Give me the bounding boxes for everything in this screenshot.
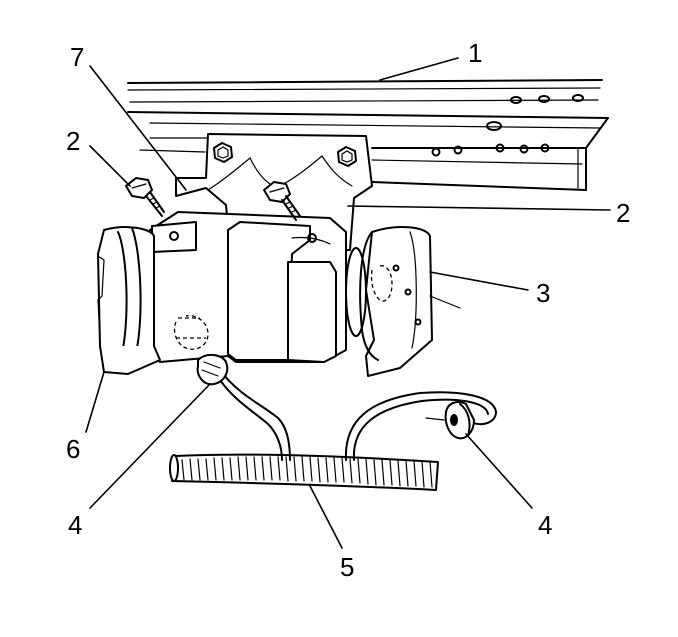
bolt-left xyxy=(125,177,165,217)
callouts: 1 2 2 3 4 4 5 6 7 xyxy=(66,38,630,582)
leader-lines xyxy=(85,57,611,549)
callout-4-left: 4 xyxy=(68,510,82,540)
callout-4-right: 4 xyxy=(538,510,552,540)
connector-right xyxy=(425,401,475,440)
wiring-harness xyxy=(169,453,439,491)
motor-body xyxy=(149,211,347,363)
callout-3: 3 xyxy=(536,278,550,308)
frame-rail xyxy=(127,79,609,191)
right-end-cap xyxy=(345,226,461,377)
wires xyxy=(219,374,497,461)
bolt-right xyxy=(263,181,301,221)
bracket-nut-left xyxy=(213,142,233,163)
callout-6: 6 xyxy=(66,434,80,464)
callout-1: 1 xyxy=(468,38,482,68)
callout-7: 7 xyxy=(70,42,84,72)
bracket-nut-right xyxy=(337,146,357,167)
callout-5: 5 xyxy=(340,552,354,582)
callout-2-left: 2 xyxy=(66,126,80,156)
callout-2-right: 2 xyxy=(616,198,630,228)
connector-left xyxy=(196,354,229,386)
left-end-cap xyxy=(97,226,161,375)
